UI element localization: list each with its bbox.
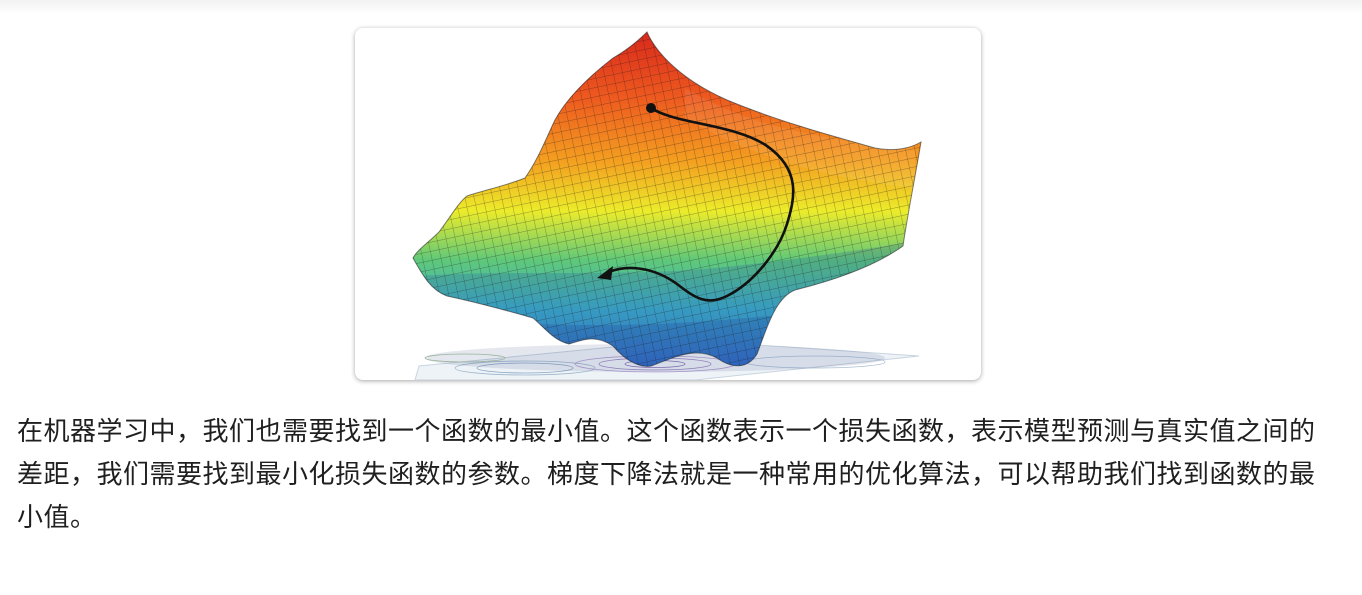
- loss-surface: [413, 32, 921, 367]
- surface-outline: [412, 31, 922, 367]
- loss-surface-figure: [355, 28, 981, 380]
- path-arrowhead: [597, 266, 613, 280]
- descent-path: [597, 103, 795, 302]
- article-paragraph: 在机器学习中，我们也需要找到一个函数的最小值。这个函数表示一个损失函数，表示模型…: [17, 417, 1316, 533]
- top-strip: [0, 0, 1362, 14]
- loss-surface-illustration: [412, 31, 922, 380]
